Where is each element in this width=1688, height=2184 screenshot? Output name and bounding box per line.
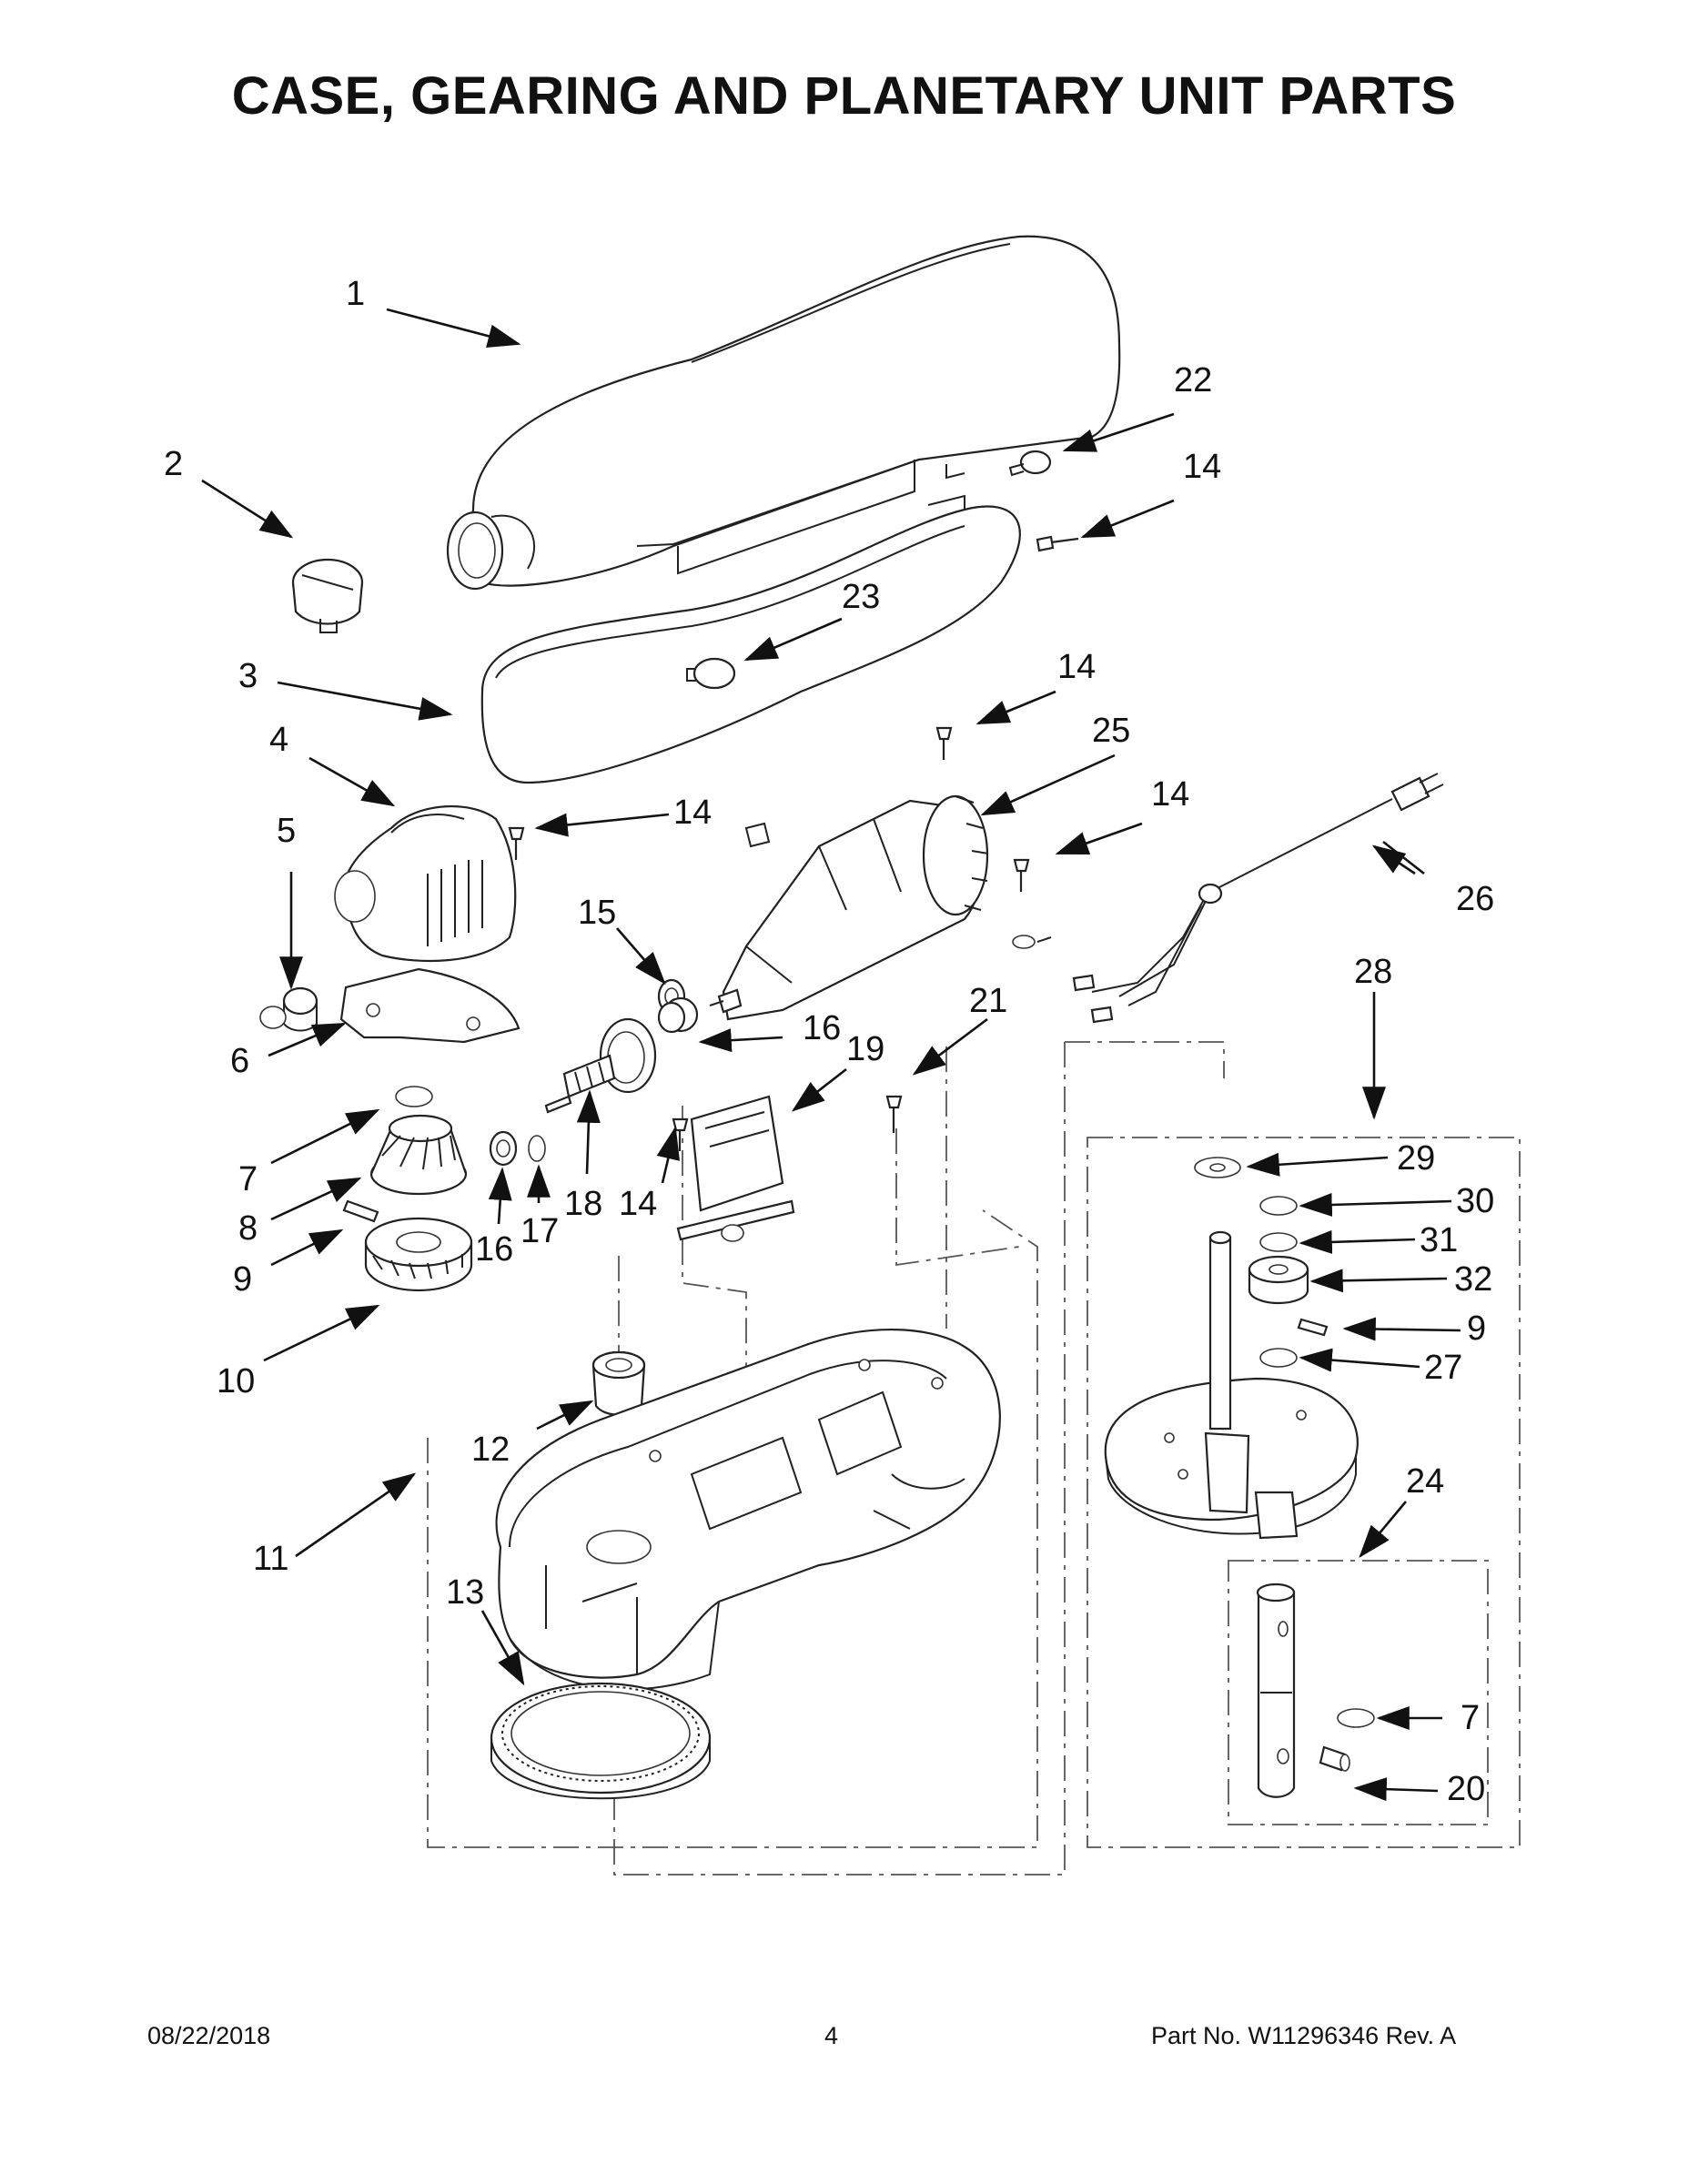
- callout-10: 10: [217, 1362, 255, 1400]
- callout-16-b: 16: [475, 1230, 513, 1269]
- part-16-bearing-lower: [489, 1130, 518, 1167]
- callout-21: 21: [969, 982, 1007, 1020]
- callout-11: 11: [253, 1540, 288, 1578]
- callout-28: 28: [1354, 953, 1392, 991]
- callout-14-b: 14: [1057, 648, 1096, 686]
- callout-12: 12: [471, 1431, 510, 1469]
- part-25-motor: [709, 794, 989, 1021]
- callout-5: 5: [277, 812, 296, 850]
- page-title: CASE, GEARING AND PLANETARY UNIT PARTS: [231, 66, 1457, 126]
- callout-13: 13: [446, 1573, 484, 1612]
- part-26-power-cord: [1012, 773, 1444, 1024]
- part-22-screw: [1008, 450, 1052, 477]
- callout-18: 18: [564, 1185, 602, 1223]
- callout-4: 4: [269, 721, 288, 759]
- part-4-gear-housing: [334, 805, 517, 963]
- callout-2: 2: [164, 445, 183, 483]
- callout-15: 15: [578, 894, 616, 932]
- part-27-washer: [1259, 1348, 1298, 1368]
- part-9-pin: [342, 1199, 379, 1223]
- callout-29: 29: [1397, 1139, 1435, 1178]
- callout-26: 26: [1456, 880, 1494, 918]
- part-32-gear: [1248, 1255, 1309, 1305]
- part-18-worm-gear-shaft: [544, 1017, 657, 1114]
- part-11-base-housing: [495, 1329, 1001, 1691]
- footer-part-number: Part No. W11296346 Rev. A: [1151, 2022, 1457, 2049]
- part-5-worm-pin: [259, 986, 318, 1032]
- footer-page-number: 4: [824, 2022, 839, 2049]
- callout-31: 31: [1420, 1221, 1458, 1259]
- part-28-planetary-plate: [1104, 1377, 1359, 1540]
- part-planetary-shaft-upper: [1208, 1230, 1232, 1431]
- callout-14-e: 14: [619, 1185, 657, 1223]
- part-20-pin: [1319, 1745, 1350, 1772]
- part-30-retaining-ring: [1259, 1196, 1298, 1216]
- part-13-ring-gear: [490, 1682, 712, 1800]
- callout-22: 22: [1174, 361, 1212, 399]
- part-12-bushing: [591, 1350, 646, 1416]
- callout-19: 19: [846, 1030, 884, 1068]
- part-2-knob: [291, 558, 364, 633]
- callout-8: 8: [238, 1209, 258, 1248]
- callout-16-a: 16: [803, 1009, 841, 1047]
- part-7-retaining-ring-planetary: [1337, 1708, 1375, 1728]
- callout-9: 9: [233, 1260, 252, 1299]
- assembly-boundaries: [427, 1041, 1521, 1876]
- callout-14-c: 14: [673, 794, 712, 832]
- part-14-screws: [508, 535, 1079, 1151]
- part-8-bevel-gear: [369, 1114, 468, 1196]
- part-9-pin-planetary: [1297, 1318, 1329, 1337]
- callout-27: 27: [1424, 1349, 1462, 1387]
- callout-9-planetary: 9: [1467, 1309, 1486, 1348]
- footer-date: 08/22/2018: [147, 2022, 271, 2049]
- callout-17: 17: [521, 1212, 559, 1250]
- part-23-thumb-screw: [686, 657, 736, 690]
- callout-14-a: 14: [1183, 448, 1221, 486]
- callout-7: 7: [238, 1160, 258, 1198]
- callout-25: 25: [1092, 712, 1130, 750]
- callout-14-d: 14: [1151, 775, 1189, 814]
- part-31-washer: [1259, 1232, 1298, 1252]
- callout-32: 32: [1454, 1260, 1492, 1299]
- callout-30: 30: [1456, 1182, 1494, 1220]
- callout-3: 3: [238, 657, 258, 695]
- callout-7-planetary: 7: [1461, 1699, 1480, 1737]
- callout-labels: 1 2 3 4 5 6 7 8 9 10 11 12 13 14 14 14 1…: [164, 275, 1494, 1808]
- callout-1: 1: [346, 275, 365, 313]
- callout-24: 24: [1406, 1462, 1444, 1501]
- part-24-beater-shaft: [1256, 1582, 1296, 1798]
- part-6-gasket: [339, 967, 521, 1044]
- part-7-retaining-ring: [395, 1086, 433, 1107]
- callout-23: 23: [842, 578, 880, 616]
- leader-arrows: [201, 308, 1461, 1802]
- callout-6: 6: [230, 1042, 249, 1080]
- callout-20: 20: [1447, 1770, 1485, 1808]
- part-10-worm-gear: [364, 1217, 473, 1292]
- part-16-bearing-upper: [657, 996, 699, 1034]
- part-17-washer: [528, 1135, 546, 1162]
- part-19-control-board: [676, 1095, 795, 1242]
- part-29-washer: [1194, 1157, 1241, 1178]
